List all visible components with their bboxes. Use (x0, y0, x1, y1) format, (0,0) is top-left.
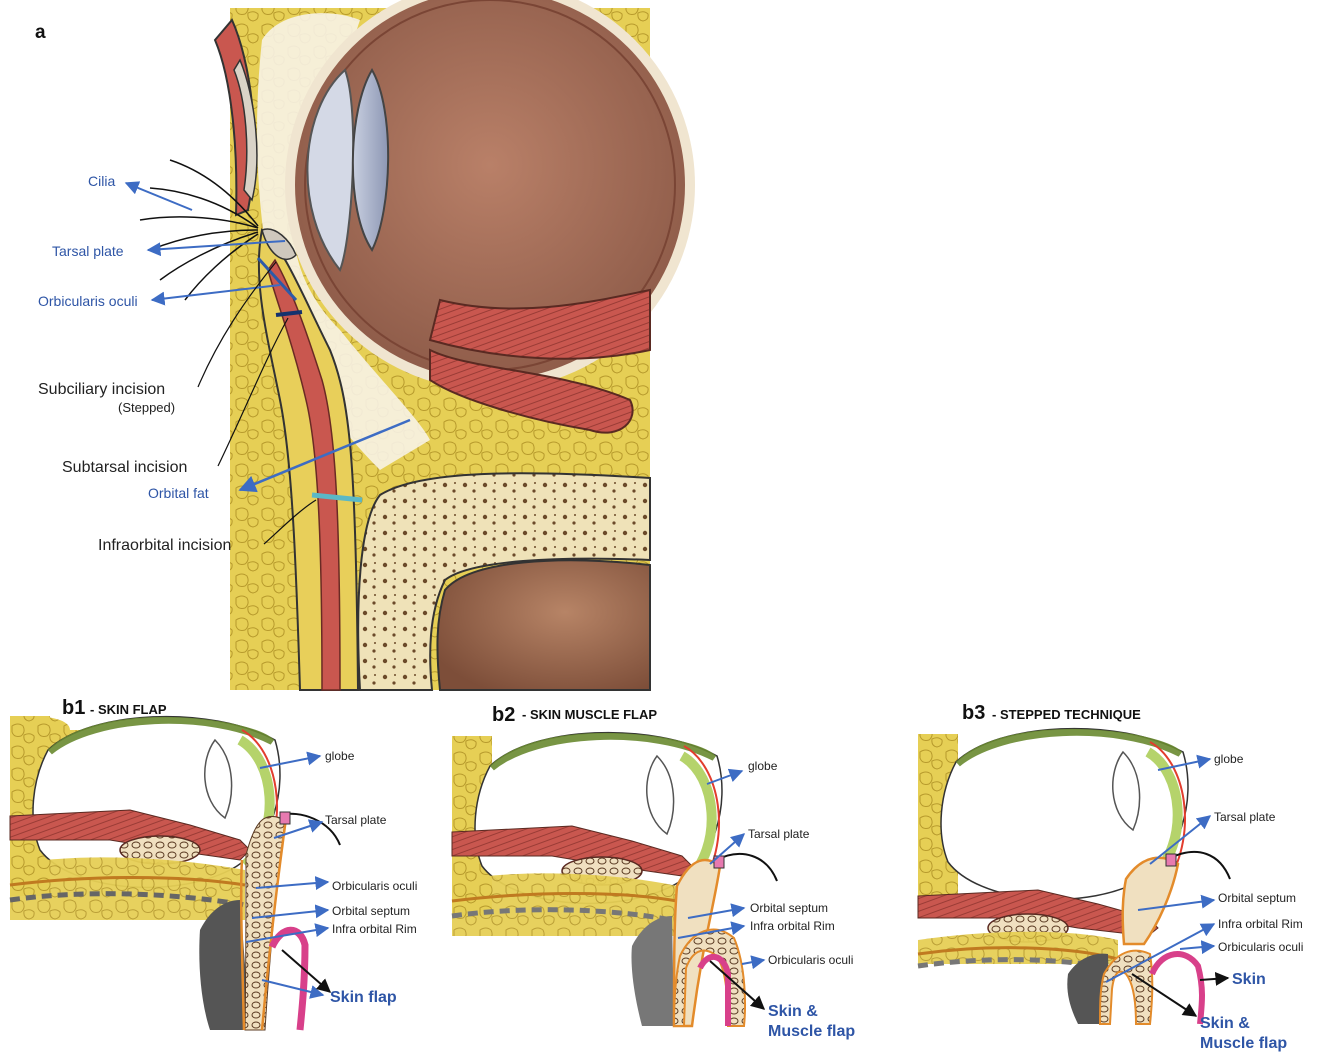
b1-label-globe: globe (325, 749, 355, 763)
label-stepped: (Stepped) (118, 400, 175, 415)
panel-b2-code: b2 (492, 704, 515, 726)
panel-a-letter: a (35, 22, 46, 43)
label-tarsal-plate: Tarsal plate (52, 243, 124, 259)
panel-b1: b1 - SKIN FLAP (10, 697, 417, 1030)
panel-a-illustration (140, 0, 690, 690)
b3-label-infra-orbital-rim: Infra orbital Rim (1218, 917, 1303, 931)
b1-label-tarsal-plate: Tarsal plate (325, 813, 387, 827)
panel-b3-title: - STEPPED TECHNIQUE (992, 707, 1141, 722)
panel-b3-code: b3 (962, 702, 985, 724)
panel-b1-title: - SKIN FLAP (90, 702, 167, 717)
panel-b1-illustration (10, 716, 340, 1030)
b2-label-globe: globe (748, 759, 778, 773)
b3-label-skin-muscle-line2: Muscle flap (1200, 1035, 1287, 1052)
b1-label-orbicularis-oculi: Orbicularis oculi (332, 879, 417, 893)
b2-label-orbital-septum: Orbital septum (750, 901, 828, 915)
panel-b3-illustration (918, 729, 1230, 1024)
b3-label-tarsal-plate: Tarsal plate (1214, 810, 1276, 824)
label-cilia: Cilia (88, 173, 115, 189)
b1-label-orbital-septum: Orbital septum (332, 904, 410, 918)
maxillary-sinus (437, 560, 650, 690)
b2-label-tarsal-plate: Tarsal plate (748, 827, 810, 841)
label-orbital-fat: Orbital fat (148, 485, 209, 501)
panel-b3: b3 - STEPPED TECHNIQUE (918, 702, 1303, 1052)
panel-b2-title: - SKIN MUSCLE FLAP (522, 707, 657, 722)
label-orbicularis-oculi: Orbicularis oculi (38, 293, 138, 309)
b3-label-skin: Skin (1232, 971, 1266, 988)
b3-label-orbital-septum: Orbital septum (1218, 891, 1296, 905)
b2-label-orbicularis-oculi: Orbicularis oculi (768, 953, 853, 967)
b1-label-infra-orbital-rim: Infra orbital Rim (332, 922, 417, 936)
label-subciliary-incision: Subciliary incision (38, 381, 165, 398)
b1-label-skin-flap: Skin flap (330, 989, 397, 1006)
panel-a: a (35, 0, 690, 690)
label-subtarsal-incision: Subtarsal incision (62, 459, 187, 476)
label-infraorbital-incision: Infraorbital incision (98, 537, 231, 554)
b2-label-skin-muscle-line1: Skin & (768, 1003, 818, 1020)
b3-label-globe: globe (1214, 752, 1244, 766)
b2-label-skin-muscle-line2: Muscle flap (768, 1023, 855, 1040)
b2-label-infra-orbital-rim: Infra orbital Rim (750, 919, 835, 933)
b3-label-orbicularis-oculi: Orbicularis oculi (1218, 940, 1303, 954)
b3-label-skin-muscle-line1: Skin & (1200, 1015, 1250, 1032)
panel-b1-code: b1 (62, 697, 85, 719)
panel-b2: b2 - SKIN MUSCLE FLAP (452, 704, 855, 1040)
